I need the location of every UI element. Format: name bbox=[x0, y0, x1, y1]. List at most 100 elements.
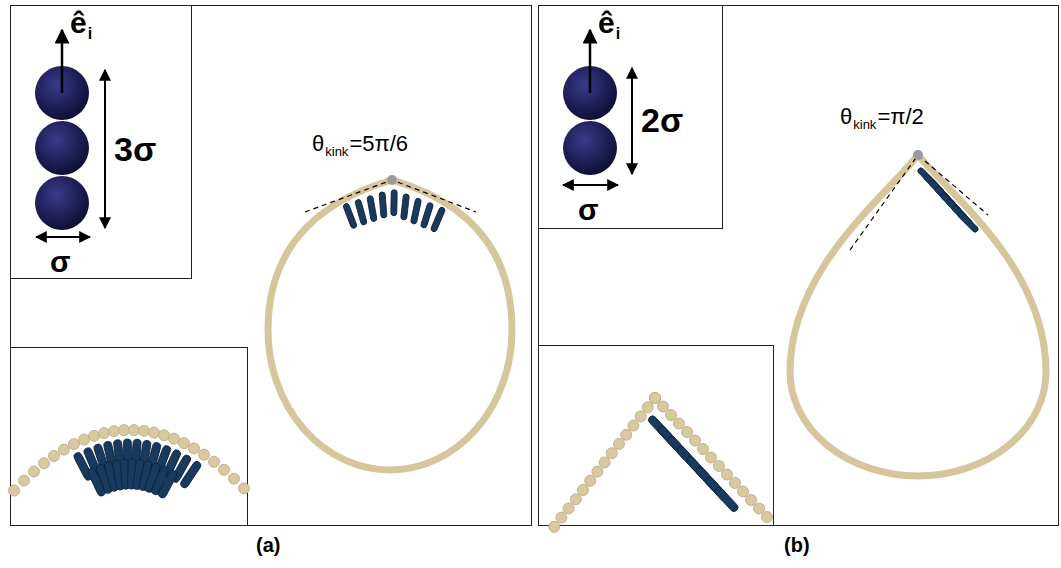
membrane-bead bbox=[29, 466, 40, 477]
membrane-bead bbox=[635, 411, 646, 422]
membrane-bead bbox=[239, 483, 250, 494]
width-dimension: σ bbox=[50, 247, 71, 277]
membrane-bead bbox=[49, 450, 60, 461]
membrane-bead bbox=[698, 444, 709, 455]
rod-particle bbox=[713, 486, 739, 513]
rod-cluster bbox=[343, 190, 446, 233]
membrane-bead bbox=[690, 435, 701, 446]
angle-value: =5π/6 bbox=[349, 133, 408, 155]
membrane-bead bbox=[229, 473, 240, 484]
membrane-bead bbox=[59, 444, 70, 455]
rod-particle bbox=[391, 190, 397, 216]
rod-particle bbox=[355, 199, 368, 226]
membrane-bead bbox=[9, 485, 20, 496]
membrane-bead bbox=[642, 402, 653, 413]
membrane-bead bbox=[592, 466, 603, 477]
membrane-bead bbox=[628, 420, 639, 431]
membrane-bead bbox=[746, 495, 757, 506]
membrane-bead bbox=[754, 503, 765, 514]
rod-cluster bbox=[917, 167, 980, 234]
angle-symbol: θ bbox=[312, 133, 324, 155]
membrane-bead bbox=[563, 503, 574, 514]
membrane-bead bbox=[666, 410, 677, 421]
rod-particle bbox=[410, 198, 421, 225]
membrane-bead bbox=[139, 425, 150, 436]
dimension-arrow bbox=[36, 236, 90, 238]
angle-line bbox=[305, 180, 476, 212]
membrane-bead bbox=[109, 426, 120, 437]
unit-vector-subscript: i bbox=[88, 26, 92, 42]
membrane-bead bbox=[730, 478, 741, 489]
membrane-bead bbox=[674, 418, 685, 429]
rod-particle bbox=[957, 211, 980, 234]
orientation-arrow bbox=[589, 30, 592, 93]
membrane-bead bbox=[199, 449, 210, 460]
angle-symbol: θ bbox=[840, 106, 852, 128]
rod-particle bbox=[179, 460, 202, 489]
membrane-bead bbox=[722, 469, 733, 480]
angle-subscript: kink bbox=[853, 118, 876, 131]
angle-subscript: kink bbox=[325, 145, 348, 158]
membrane-bead bbox=[606, 448, 617, 459]
inset-frame bbox=[539, 6, 723, 229]
vesicle-membrane bbox=[268, 180, 512, 470]
panel-frame bbox=[539, 6, 1059, 526]
closeup bbox=[549, 393, 773, 533]
membrane-bead bbox=[738, 486, 749, 497]
membrane-bead bbox=[762, 512, 773, 523]
length-dimension: 2σ bbox=[641, 103, 683, 137]
membrane-bead bbox=[19, 475, 30, 486]
membrane-bead bbox=[69, 439, 80, 450]
membrane-bead bbox=[549, 521, 560, 532]
angle-value: =π/2 bbox=[877, 106, 923, 128]
unit-vector: ê bbox=[70, 8, 87, 38]
closeup bbox=[9, 425, 250, 500]
membrane-bead bbox=[39, 458, 50, 469]
dimension-arrow bbox=[631, 68, 633, 174]
membrane-bead bbox=[556, 512, 567, 523]
vesicle-membrane bbox=[790, 155, 1046, 476]
membrane-bead bbox=[169, 433, 180, 444]
membrane-bead bbox=[578, 485, 589, 496]
membrane-bead bbox=[99, 428, 110, 439]
membrane-bead bbox=[585, 475, 596, 486]
membrane-bead bbox=[650, 393, 661, 404]
inset-frame bbox=[11, 6, 192, 279]
orientation-arrow bbox=[61, 30, 64, 93]
rod-particle bbox=[343, 203, 358, 229]
membrane-bead bbox=[570, 494, 581, 505]
rod-particle bbox=[379, 192, 387, 218]
membrane-bead bbox=[621, 429, 632, 440]
membrane-bead bbox=[189, 443, 200, 454]
rod-particle bbox=[430, 206, 446, 232]
inset-frame bbox=[539, 346, 774, 526]
membrane-bead bbox=[79, 434, 90, 445]
unit-vector: ê bbox=[598, 8, 615, 38]
width-dimension: σ bbox=[578, 195, 599, 225]
angle-line bbox=[850, 155, 988, 250]
membrane-bead bbox=[650, 393, 661, 404]
panel-label: (b) bbox=[784, 535, 810, 555]
membrane-bead bbox=[159, 430, 170, 441]
membrane-bead bbox=[682, 427, 693, 438]
membrane-bead bbox=[614, 439, 625, 450]
membrane-bead bbox=[149, 427, 160, 438]
membrane-bead bbox=[658, 401, 669, 412]
rod-particle bbox=[157, 469, 178, 499]
panel-frame bbox=[11, 6, 532, 526]
rod-particle bbox=[401, 194, 410, 221]
inset-frame bbox=[11, 348, 248, 526]
membrane-bead bbox=[714, 461, 725, 472]
unit-vector-subscript: i bbox=[616, 26, 620, 42]
membrane-bead bbox=[209, 456, 220, 467]
membrane-bead bbox=[119, 425, 130, 436]
dimension-arrow bbox=[104, 70, 106, 228]
membrane-bead bbox=[219, 464, 230, 475]
length-dimension: 3σ bbox=[114, 132, 156, 166]
membrane-bead bbox=[179, 438, 190, 449]
membrane-bead bbox=[599, 457, 610, 468]
dimension-arrow bbox=[563, 184, 618, 186]
membrane-bead bbox=[89, 430, 100, 441]
kink-point bbox=[913, 150, 923, 160]
